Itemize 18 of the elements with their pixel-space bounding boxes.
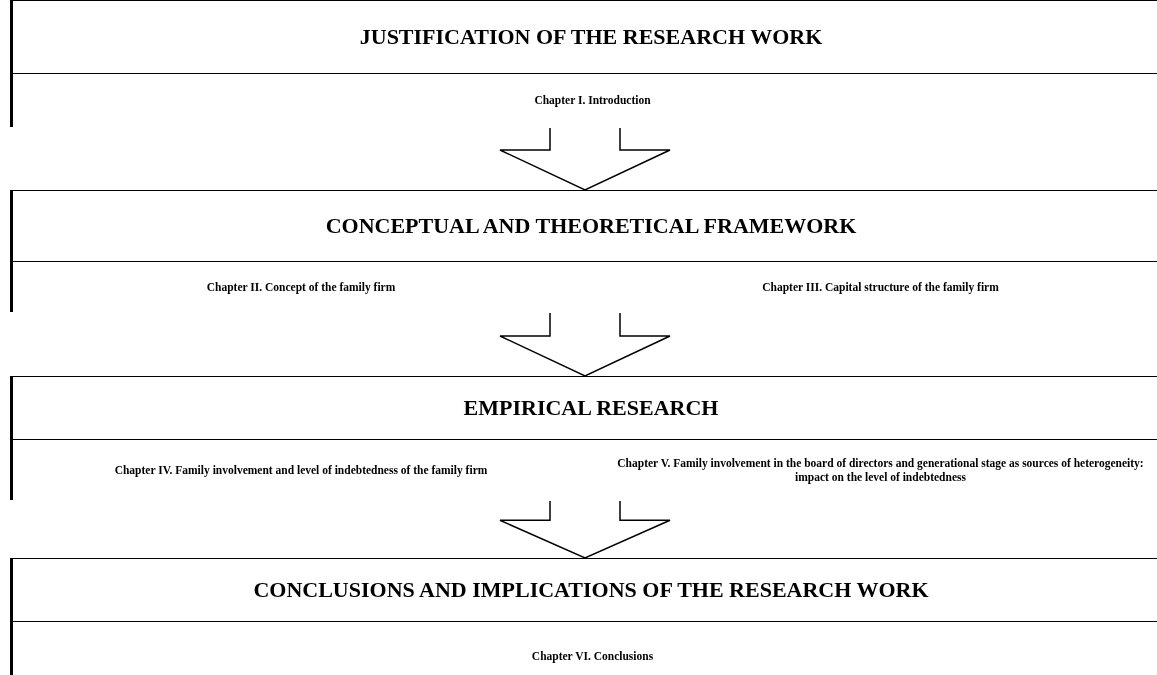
section-box [10,558,1157,675]
chapter-title: Chapter III. Capital structure of the family firm [762,280,999,295]
section-heading: JUSTIFICATION OF THE RESEARCH WORK [359,24,823,50]
section-box [10,0,1157,127]
chapter-title: Chapter II. Concept of the family firm [206,280,396,295]
chapter-title: Chapter I. Introduction [534,94,651,108]
chapter-box [13,73,1157,128]
section-heading: CONCLUSIONS AND IMPLICATIONS OF THE RESEARCH WORK [253,577,929,603]
section-box [10,190,1157,312]
chapter-title: Chapter V. Family involvement in the board of directors and generational stage as sources of heterogeneity: impact on the level of indebtedness [616,456,1145,485]
block-arrow [499,499,671,559]
section-heading: EMPIRICAL RESEARCH [463,395,719,421]
block-arrow [499,311,671,377]
chapter-title: Chapter VI. Conclusions [531,649,654,664]
section-heading: CONCEPTUAL AND THEORETICAL FRAMEWORK [325,213,857,239]
section-box [10,376,1157,500]
block-arrow [499,126,671,191]
chapter-title: Chapter IV. Family involvement and level of indebtedness of the family firm [114,463,488,478]
